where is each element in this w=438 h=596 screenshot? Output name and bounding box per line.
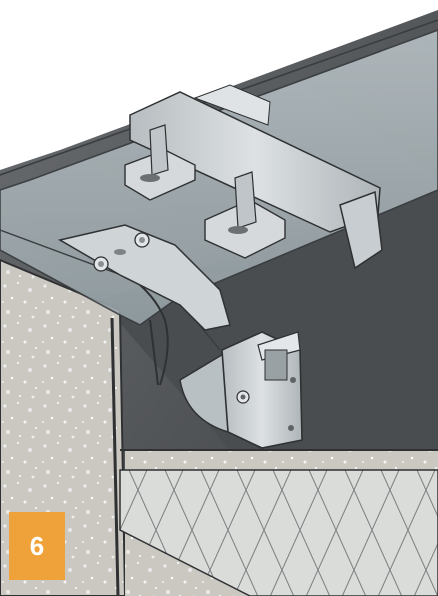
lower-hanger-bracket — [179, 331, 303, 449]
step-number-badge: 6 — [9, 512, 65, 580]
membrane-edge-line — [110, 317, 120, 596]
rail-tab — [193, 84, 271, 126]
insulation-layer — [119, 469, 438, 596]
end-clip — [339, 190, 383, 270]
clamp-plate-left — [124, 124, 196, 201]
cover-drip-edge — [149, 319, 159, 386]
clamp-plate-right — [204, 171, 286, 259]
bolts — [93, 232, 150, 272]
bottom-bracket-plate — [57, 224, 231, 331]
